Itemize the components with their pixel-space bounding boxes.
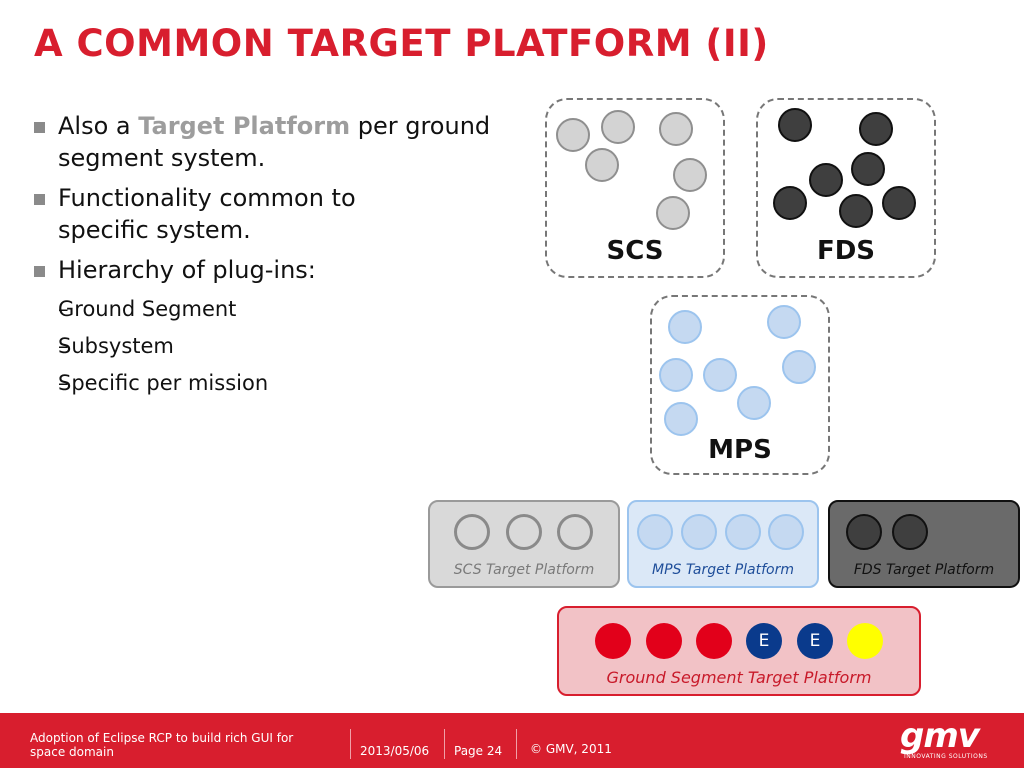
plugin-circle bbox=[696, 623, 732, 659]
plugin-circle bbox=[659, 358, 693, 392]
plugin-circle bbox=[725, 514, 761, 550]
footer-date: 2013/05/06 bbox=[360, 744, 430, 758]
plugin-circle bbox=[737, 386, 771, 420]
gmv-logo-tagline: INNOVATING SOLUTIONS bbox=[904, 753, 988, 760]
plugin-circle bbox=[768, 514, 804, 550]
extension-point-circle: E bbox=[797, 623, 833, 659]
dash-icon: – bbox=[58, 334, 69, 358]
sub-bullet-text: Ground Segment bbox=[58, 297, 237, 321]
bullet-text: Hierarchy of plug-ins: bbox=[58, 256, 316, 284]
plugin-circle bbox=[646, 623, 682, 659]
footer-description: Adoption of Eclipse RCP to build rich GU… bbox=[30, 731, 294, 759]
plugin-circle bbox=[846, 514, 882, 550]
plugin-circle bbox=[637, 514, 673, 550]
plugin-circle bbox=[892, 514, 928, 550]
gmv-logo-text: gmv bbox=[900, 716, 980, 756]
mps-label: MPS bbox=[708, 435, 772, 465]
plugin-circle bbox=[664, 402, 698, 436]
fds-system-box: FDS bbox=[756, 98, 936, 278]
plugin-circle bbox=[585, 148, 619, 182]
scs-system-box: SCS bbox=[545, 98, 725, 278]
bullet-text: Functionality common to specific system. bbox=[58, 184, 356, 244]
footer-separator bbox=[444, 729, 445, 759]
footer-separator bbox=[350, 729, 351, 759]
scs-target-platform-label: SCS Target Platform bbox=[453, 562, 595, 578]
plugin-circle bbox=[847, 623, 883, 659]
sub-bullet-text: Subsystem bbox=[58, 334, 174, 358]
ground-segment-target-platform: E E Ground Segment Target Platform bbox=[557, 606, 921, 696]
plugin-circle bbox=[659, 112, 693, 146]
plugin-circle bbox=[839, 194, 873, 228]
plugin-circle bbox=[601, 110, 635, 144]
sub-bullet-item: –Subsystem bbox=[34, 331, 504, 361]
plugin-circle bbox=[809, 163, 843, 197]
gmv-logo: gmv INNOVATING SOLUTIONS bbox=[900, 719, 1010, 765]
plugin-circle bbox=[556, 118, 590, 152]
footer-bar: Adoption of Eclipse RCP to build rich GU… bbox=[0, 713, 1024, 768]
plugin-circle bbox=[767, 305, 801, 339]
bullet-text: Also a bbox=[58, 112, 139, 140]
bullet-list: Also a Target Platform per ground segmen… bbox=[34, 110, 504, 405]
plugin-circle bbox=[782, 350, 816, 384]
fds-label: FDS bbox=[816, 236, 876, 266]
ground-segment-target-platform-label: Ground Segment Target Platform bbox=[606, 668, 872, 687]
plugin-slot-circle bbox=[557, 514, 593, 550]
bullet-text: per ground segment system. bbox=[58, 112, 491, 172]
plugin-slot-circle bbox=[506, 514, 542, 550]
dash-icon: – bbox=[58, 371, 69, 395]
scs-label: SCS bbox=[606, 236, 664, 266]
bullet-item: Functionality common to specific system. bbox=[34, 182, 448, 246]
plugin-circle bbox=[595, 623, 631, 659]
bullet-item: Also a Target Platform per ground segmen… bbox=[34, 110, 504, 174]
footer-page-number: Page 24 bbox=[454, 744, 503, 758]
plugin-circle bbox=[851, 152, 885, 186]
bullet-square-icon bbox=[34, 266, 45, 277]
plugin-circle bbox=[859, 112, 893, 146]
plugin-circle bbox=[778, 108, 812, 142]
bullet-highlight: Target Platform bbox=[138, 112, 351, 140]
bullet-square-icon bbox=[34, 122, 45, 133]
extension-point-circle: E bbox=[746, 623, 782, 659]
plugin-slot-circle bbox=[454, 514, 490, 550]
mps-target-platform: MPS Target Platform bbox=[627, 500, 819, 588]
mps-target-platform-label: MPS Target Platform bbox=[651, 562, 794, 578]
plugin-circle bbox=[703, 358, 737, 392]
mps-system-box: MPS bbox=[650, 295, 830, 475]
scs-target-platform: SCS Target Platform bbox=[428, 500, 620, 588]
dash-icon: – bbox=[58, 297, 69, 321]
bullet-item: Hierarchy of plug-ins: bbox=[34, 254, 504, 286]
bullet-square-icon bbox=[34, 194, 45, 205]
footer-separator bbox=[516, 729, 517, 759]
plugin-circle bbox=[681, 514, 717, 550]
footer-copyright: © GMV, 2011 bbox=[530, 742, 612, 756]
sub-bullet-item: –Ground Segment bbox=[34, 294, 504, 324]
sub-bullet-item: –Specific per mission bbox=[34, 368, 504, 398]
plugin-circle bbox=[668, 310, 702, 344]
slide-title: A COMMON TARGET PLATFORM (II) bbox=[34, 22, 769, 65]
plugin-circle bbox=[882, 186, 916, 220]
fds-target-platform: FDS Target Platform bbox=[828, 500, 1020, 588]
sub-bullet-text: Specific per mission bbox=[58, 371, 269, 395]
plugin-circle bbox=[773, 186, 807, 220]
fds-target-platform-label: FDS Target Platform bbox=[853, 562, 995, 578]
plugin-circle bbox=[656, 196, 690, 230]
plugin-circle bbox=[673, 158, 707, 192]
